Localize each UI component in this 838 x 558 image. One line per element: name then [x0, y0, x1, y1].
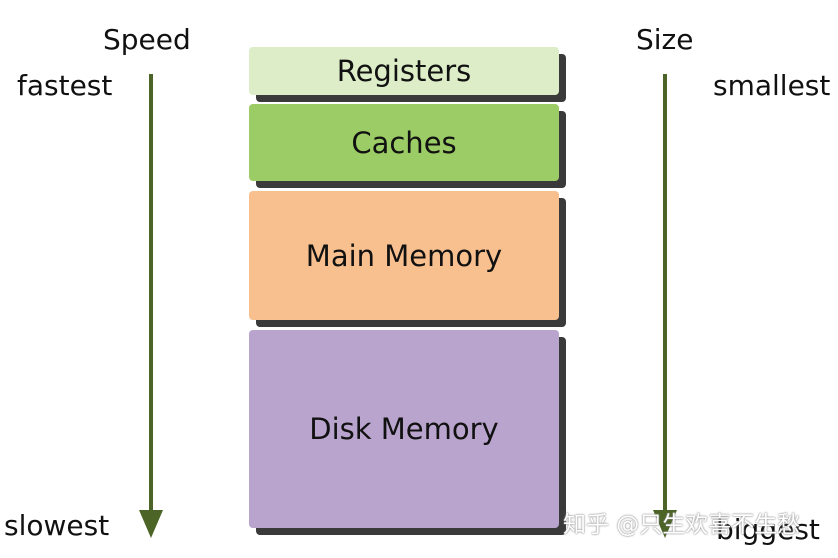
speed-top-label: fastest: [17, 69, 113, 102]
speed-arrow-icon: [139, 74, 163, 538]
main-memory-label: Main Memory: [305, 238, 503, 273]
speed-bottom-label: slowest: [4, 509, 110, 542]
size-top-label: smallest: [713, 69, 831, 102]
size-bottom-label: biggest: [716, 513, 820, 546]
registers-label: Registers: [336, 54, 472, 88]
main-memory-layer: Main Memory: [249, 191, 559, 320]
size-title: Size: [636, 23, 694, 56]
caches-label: Caches: [351, 125, 457, 160]
speed-title: Speed: [103, 23, 191, 56]
watermark: 知乎 @只生欢喜不生愁: [563, 512, 801, 538]
size-arrow-icon: [653, 74, 677, 538]
disk-memory-layer: Disk Memory: [249, 330, 559, 528]
disk-memory-label: Disk Memory: [309, 412, 499, 446]
registers-layer: Registers: [249, 47, 559, 95]
caches-layer: Caches: [249, 104, 559, 181]
